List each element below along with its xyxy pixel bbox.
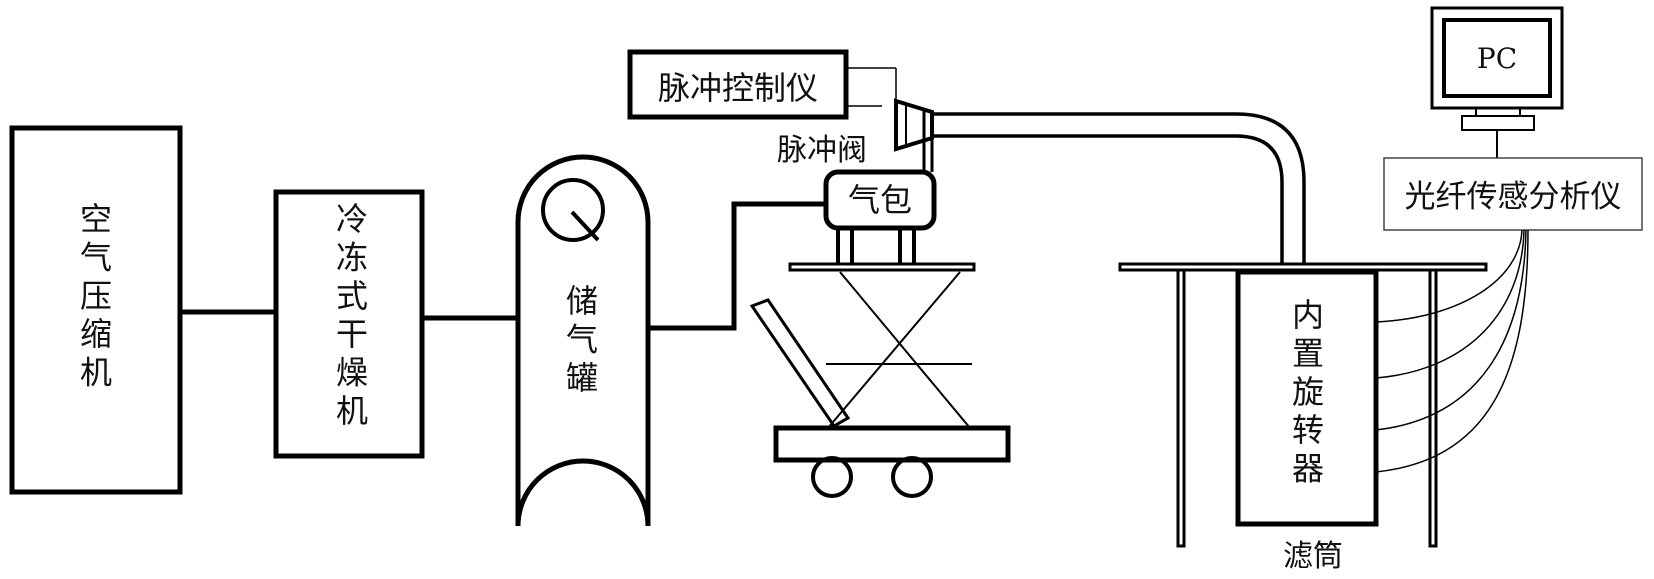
pulse-controller-label: 脉冲控制仪 xyxy=(658,69,818,107)
cart-wheel-left xyxy=(811,456,853,498)
refrigerated-dryer: 冷冻式干燥机 xyxy=(273,189,425,459)
air-compressor: 空气压缩机 xyxy=(9,125,183,495)
gas-bag: 气包 xyxy=(823,169,937,231)
pc-monitor-icon: PC xyxy=(1430,6,1564,158)
storage-tank-label: 储气罐 xyxy=(566,282,598,397)
gas-bag-legs xyxy=(836,228,916,264)
air-compressor-label: 空气压缩机 xyxy=(80,200,112,392)
pulse-valve-label: 脉冲阀 xyxy=(777,133,867,168)
scissor-lift xyxy=(749,262,1011,498)
fiber-analyzer: 光纤传感分析仪 xyxy=(1383,157,1643,231)
pulse-valve xyxy=(894,98,934,172)
filter-cartridge-label: 滤筒 xyxy=(1283,539,1343,574)
pulse-controller: 脉冲控制仪 xyxy=(627,49,849,120)
fiber-analyzer-label: 光纤传感分析仪 xyxy=(1405,179,1622,215)
optical-fibers xyxy=(1375,229,1529,473)
cart-wheel-right xyxy=(891,456,933,498)
rotator-label: 内置旋转器 xyxy=(1292,296,1324,488)
pressure-gauge-icon xyxy=(541,178,605,242)
storage-tank: 储气罐 xyxy=(515,154,651,527)
refrigerated-dryer-label: 冷冻式干燥机 xyxy=(336,200,368,430)
filter-cartridge: 内置旋转器 xyxy=(1235,269,1379,527)
blow-pipe xyxy=(932,112,1306,264)
pipe-tank-gasbag xyxy=(648,201,826,331)
pc-label: PC xyxy=(1477,42,1517,75)
gas-bag-label: 气包 xyxy=(848,181,912,219)
